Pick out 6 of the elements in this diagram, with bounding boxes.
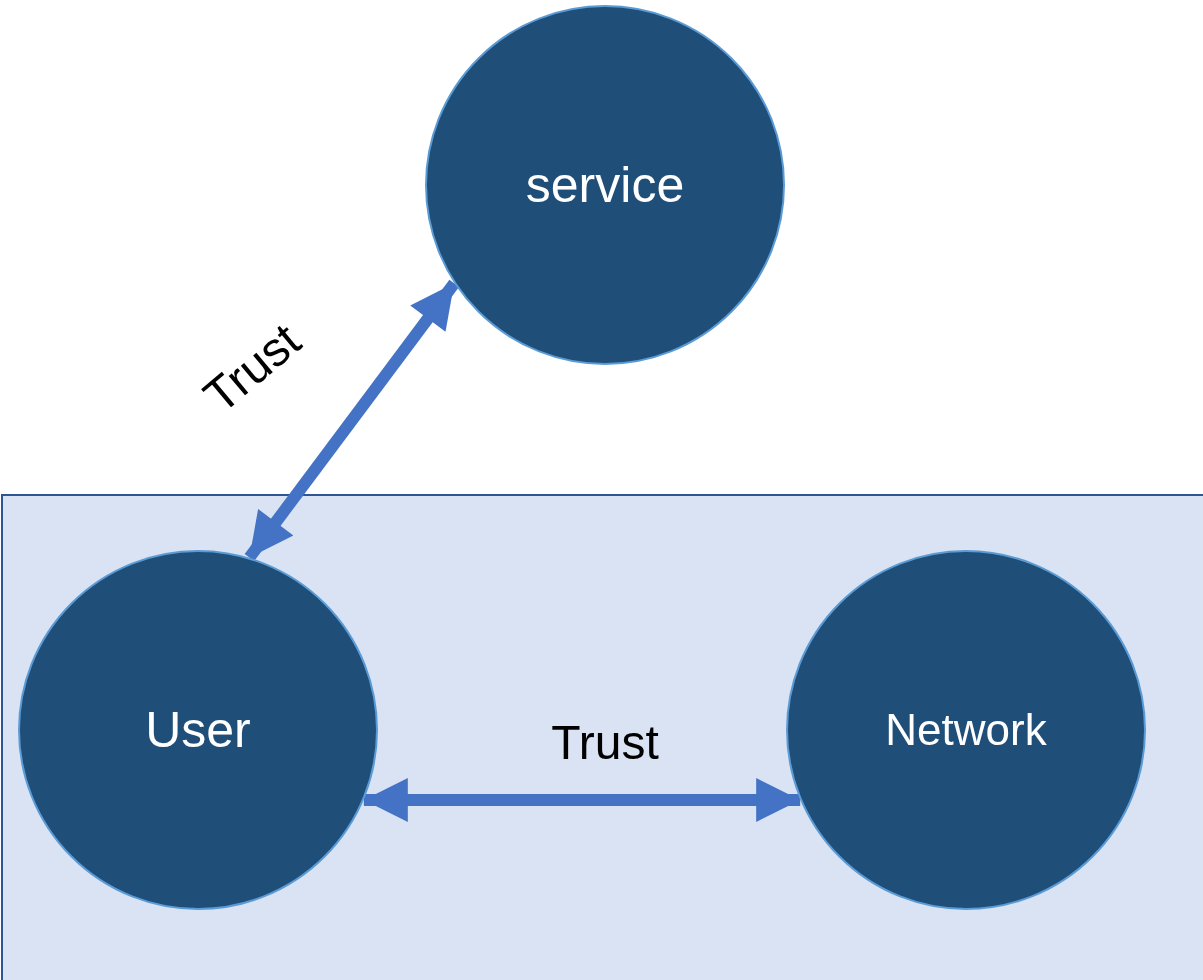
- node-label: Network: [885, 705, 1047, 755]
- region-box: [1, 494, 1203, 980]
- node-label: service: [525, 156, 685, 214]
- double-arrow: [244, 279, 460, 562]
- node-label: User: [145, 701, 251, 759]
- double-arrow: [363, 778, 801, 822]
